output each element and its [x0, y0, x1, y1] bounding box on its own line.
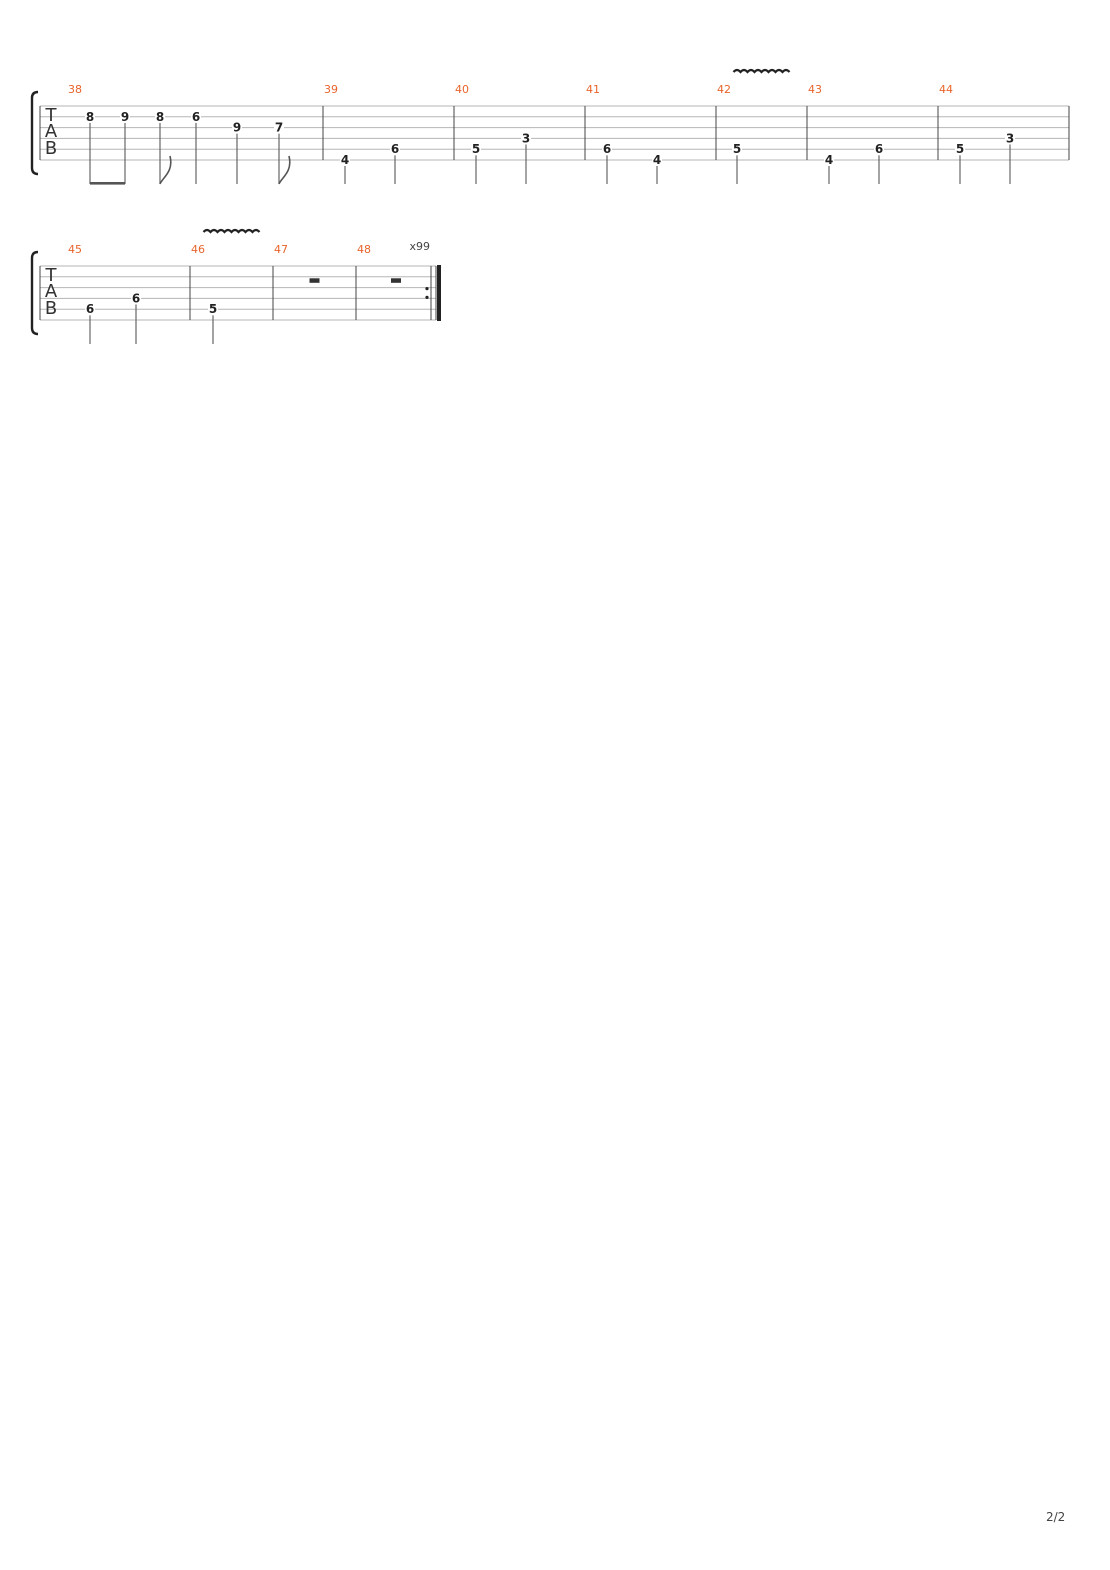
vibrato-mark: [732, 68, 791, 74]
fret-knockout: [340, 154, 350, 166]
fret-knockout: [732, 143, 742, 156]
fret-knockout: [131, 292, 141, 305]
tab-clef-letter: T: [45, 265, 58, 286]
fret-number: 3: [1006, 131, 1014, 145]
fret-number: 8: [86, 110, 94, 124]
fret-knockout: [85, 303, 95, 316]
fret-knockout: [120, 110, 130, 123]
fret-knockout: [232, 121, 242, 134]
page-number: 2/2: [1046, 1510, 1066, 1524]
fret-knockout: [955, 143, 965, 156]
fret-knockout: [874, 143, 884, 156]
fret-knockout: [85, 110, 95, 123]
tab-clef-letter: B: [45, 138, 57, 159]
fret-knockout: [155, 110, 165, 123]
fret-knockout: [390, 143, 400, 156]
fret-knockout: [602, 143, 612, 156]
fret-number: 6: [391, 142, 399, 156]
repeat-count: x99: [409, 240, 430, 253]
measure-number: 43: [808, 83, 822, 96]
repeat-thick-barline: [437, 265, 441, 321]
fret-number: 5: [472, 142, 480, 156]
measure-number: 42: [717, 83, 731, 96]
fret-number: 3: [522, 131, 530, 145]
fret-number: 5: [209, 302, 217, 316]
tab-clef-letter: A: [45, 121, 58, 142]
fret-knockout: [1005, 132, 1015, 145]
fret-knockout: [824, 154, 834, 166]
measure-number: 41: [586, 83, 600, 96]
measure-number: 39: [324, 83, 338, 96]
measure-number: 40: [455, 83, 469, 96]
fret-number: 4: [653, 153, 661, 167]
fret-knockout: [191, 110, 201, 123]
fret-number: 6: [875, 142, 883, 156]
tab-clef-letter: T: [45, 105, 58, 126]
fret-knockout: [208, 303, 218, 316]
note-beam: [90, 182, 125, 185]
tab-clef-letter: B: [45, 298, 57, 319]
eighth-flag: [278, 155, 291, 185]
fret-number: 6: [603, 142, 611, 156]
eighth-flag: [159, 155, 172, 185]
measure-number: 46: [191, 243, 205, 256]
measure-number: 47: [274, 243, 288, 256]
tab-system-2: TAB 45 6 6 46 5 47 48 x99: [30, 228, 441, 344]
fret-number: 5: [956, 142, 964, 156]
fret-number: 9: [233, 121, 241, 135]
measure-number: 44: [939, 83, 953, 96]
fret-knockout: [652, 154, 662, 166]
whole-rest: [391, 278, 401, 283]
fret-number: 6: [86, 302, 94, 316]
tab-system-1: TAB 38 8 9 8 6 9 7 39 4 6 40 5 3 41 6 4 42 5 43 4 6 44 5 3: [30, 68, 1070, 185]
vibrato-mark: [202, 228, 261, 234]
tab-clef-letter: A: [45, 281, 58, 302]
fret-number: 7: [275, 121, 283, 135]
measure-number: 45: [68, 243, 82, 256]
fret-knockout: [471, 143, 481, 156]
fret-knockout: [274, 121, 284, 134]
repeat-dot: [425, 295, 429, 299]
fret-number: 9: [121, 110, 129, 124]
fret-number: 5: [733, 142, 741, 156]
fret-knockout: [521, 132, 531, 145]
whole-rest: [309, 278, 320, 283]
system-bracket: [30, 90, 39, 176]
fret-number: 8: [156, 110, 164, 124]
measure-number: 38: [68, 83, 82, 96]
fret-number: 6: [192, 110, 200, 124]
measure-number: 48: [357, 243, 371, 256]
repeat-dot: [425, 287, 429, 291]
system-bracket: [30, 250, 39, 336]
fret-number: 4: [341, 153, 349, 167]
fret-number: 4: [825, 153, 833, 167]
fret-number: 6: [132, 291, 140, 305]
